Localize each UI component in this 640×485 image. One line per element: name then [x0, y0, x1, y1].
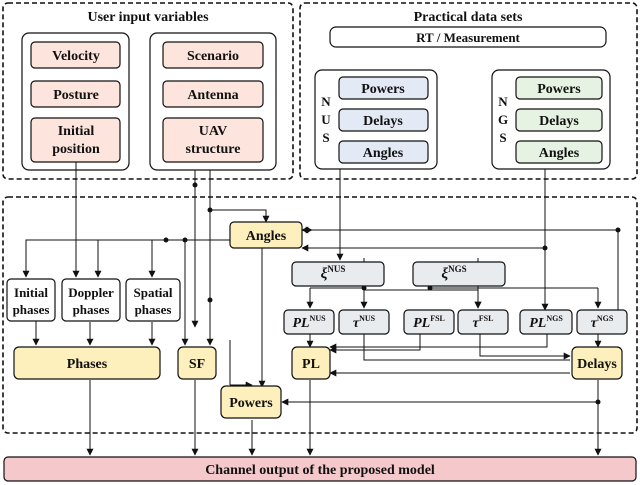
- velocity-box: [30, 41, 121, 69]
- delays-label: Delays: [577, 357, 617, 372]
- initial-phases-box: [6, 278, 56, 322]
- tau-nus-box: [338, 309, 390, 335]
- tau-fsl-label: τFSL: [473, 314, 494, 331]
- tau-fsl-box: [457, 309, 509, 335]
- angles-box: [229, 221, 303, 249]
- angles-label: Angles: [246, 229, 287, 244]
- phases-label: Phases: [67, 357, 108, 372]
- ngs-powers-label: Powers: [537, 82, 581, 97]
- nus-powers-box: [338, 76, 429, 100]
- nus-powers-label: Powers: [361, 82, 405, 97]
- junction-dots: [163, 182, 621, 405]
- nus-letter-u: U: [321, 112, 331, 127]
- uav-structure-box: [162, 117, 264, 163]
- xi-ngs-label: ξNGS: [441, 264, 466, 282]
- doppler-phases-line1: Doppler: [68, 285, 114, 300]
- delays-box: [571, 346, 623, 380]
- doppler-phases-box: [61, 278, 121, 322]
- ngs-delays-label: Delays: [539, 114, 579, 129]
- initial-position-line2: position: [52, 142, 100, 157]
- pl-nus-box: [283, 309, 335, 335]
- uav-structure-line1: UAV: [199, 124, 228, 139]
- initial-position-line1: Initial: [58, 124, 95, 139]
- pl-box: [291, 346, 331, 380]
- nus-letter-s: S: [322, 130, 329, 145]
- ngs-angles-box: [515, 140, 603, 164]
- spatial-phases-line2: phases: [135, 302, 172, 317]
- ngs-powers-box: [515, 76, 603, 100]
- tau-ngs-box: [576, 309, 628, 335]
- nus-angles-box: [338, 140, 429, 164]
- sf-label: SF: [189, 357, 205, 372]
- xi-nus-box: [291, 261, 385, 287]
- xi-ngs-box: [412, 261, 506, 287]
- scenario-box: [162, 41, 264, 69]
- user-input-group: [2, 2, 294, 180]
- nus-letter-n: N: [321, 94, 331, 109]
- pl-ngs-label: PLNGS: [529, 314, 563, 331]
- channel-output-label: Channel output of the proposed model: [205, 463, 435, 478]
- tau-ngs-label: τNGS: [591, 314, 614, 331]
- model-core-group: [2, 196, 638, 434]
- initial-phases-line2: phases: [13, 302, 50, 317]
- pl-nus-label: PLNUS: [292, 314, 326, 331]
- posture-box: [30, 80, 121, 108]
- connector-lines: [22, 162, 619, 456]
- channel-output-bar: [3, 456, 637, 482]
- nus-angles-label: Angles: [363, 146, 404, 161]
- pl-box-label: PL: [302, 357, 320, 372]
- xi-nus-label: ξNUS: [321, 264, 346, 282]
- tau-nus-label: τNUS: [353, 314, 376, 331]
- ngs-delays-box: [515, 108, 603, 132]
- ngs-letter-n: N: [498, 94, 508, 109]
- practical-data-title: Practical data sets: [414, 10, 523, 25]
- posture-label: Posture: [53, 88, 99, 103]
- antenna-label: Antenna: [187, 88, 238, 103]
- practical-data-group: [299, 2, 638, 180]
- doppler-phases-line2: phases: [73, 302, 110, 317]
- ngs-letter-g: G: [498, 112, 508, 127]
- velocity-label: Velocity: [52, 49, 100, 64]
- rt-measurement-label: RT / Measurement: [416, 30, 520, 45]
- uav-structure-line2: structure: [186, 142, 241, 157]
- pl-fsl-label: PLFSL: [413, 314, 445, 331]
- ngs-letter-s: S: [499, 130, 506, 145]
- nus-delays-label: Delays: [363, 114, 403, 129]
- powers-box: [220, 385, 282, 419]
- spatial-phases-box: [125, 278, 181, 322]
- scenario-label: Scenario: [187, 49, 239, 64]
- phases-box: [13, 346, 161, 380]
- pl-fsl-box: [403, 309, 455, 335]
- initial-phases-line1: Initial: [14, 285, 48, 300]
- pl-ngs-box: [519, 309, 573, 335]
- sf-box: [177, 346, 217, 380]
- antenna-box: [162, 80, 264, 108]
- nus-delays-box: [338, 108, 429, 132]
- spatial-phases-line1: Spatial: [133, 285, 172, 300]
- user-input-title: User input variables: [87, 10, 209, 25]
- powers-label: Powers: [229, 396, 273, 411]
- ngs-angles-label: Angles: [539, 146, 580, 161]
- rt-measurement-box: [329, 26, 607, 48]
